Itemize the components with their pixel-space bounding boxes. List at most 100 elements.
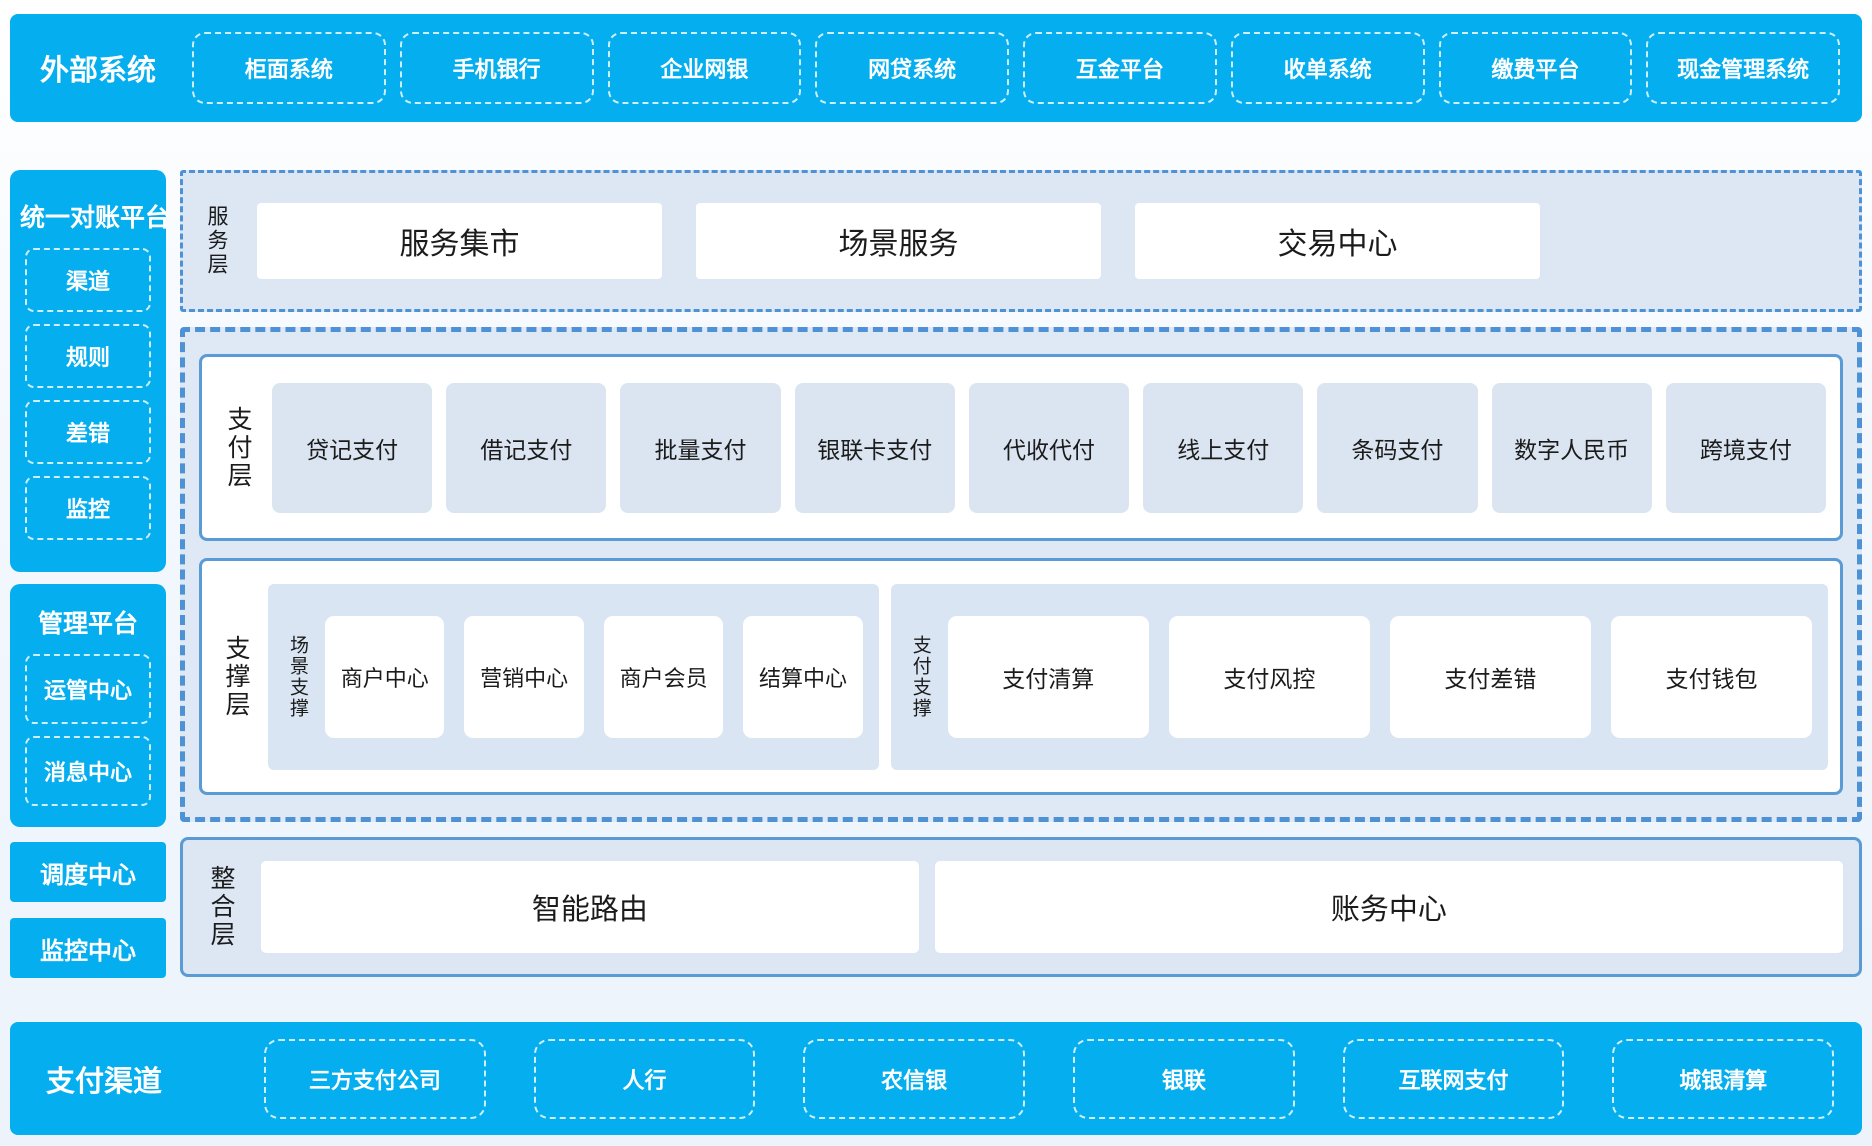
service-box: 服务集市: [257, 203, 662, 279]
reconciliation-item-label: 监控: [65, 497, 110, 522]
payment-support-group: 支付支撑 支付清算 支付风控: [890, 583, 1828, 770]
reconciliation-items: 渠道 规则 差错 监控: [20, 248, 156, 540]
reconciliation-platform-title: 统一对账平台: [20, 204, 171, 232]
payment-channel-box: 银联: [1073, 1038, 1295, 1119]
payment-box-label: 线上支付: [1177, 436, 1270, 463]
payment-support-box-label: 支付差错: [1444, 665, 1537, 692]
reconciliation-item-box: 规则: [25, 324, 151, 388]
external-systems-items: 柜面系统 手机银行 企业网银 网贷系统 互金平台: [192, 14, 1840, 122]
payment-box: 跨境支付: [1665, 382, 1826, 513]
service-layer-container: 服务层 服务集市 场景服务 交易中心: [180, 170, 1862, 312]
reconciliation-item-box: 渠道: [25, 248, 151, 312]
support-layer-container: 支撑层 场景支撑 商户中心 营销中心: [199, 558, 1843, 795]
external-system-label: 现金管理系统: [1677, 57, 1810, 82]
management-item-box: 消息中心: [25, 736, 151, 806]
payment-box: 代收代付: [968, 382, 1130, 513]
external-system-label: 互金平台: [1075, 57, 1164, 82]
scene-support-box-label: 结算中心: [759, 665, 848, 691]
external-systems-title: 外部系统: [40, 55, 157, 87]
smart-routing-box: 智能路由: [261, 861, 919, 953]
service-box-label: 场景服务: [838, 228, 959, 261]
reconciliation-item-label: 差错: [65, 421, 110, 446]
reconciliation-item-box: 差错: [25, 400, 151, 464]
payment-layer-items: 贷记支付 借记支付 批量支付 银联卡支付: [272, 382, 1826, 513]
reconciliation-item-box: 监控: [25, 476, 151, 540]
payment-box: 贷记支付: [272, 382, 433, 513]
payment-channel-label: 农信银: [881, 1067, 948, 1093]
payment-channel-box: 三方支付公司: [264, 1038, 486, 1119]
scheduling-center-box: 调度中心: [10, 842, 166, 902]
payment-channel-box: 互联网支付: [1342, 1038, 1565, 1119]
service-box: 场景服务: [696, 203, 1101, 279]
payment-box: 线上支付: [1143, 382, 1304, 513]
payment-channels-items: 三方支付公司 人行 农信银 银联 互联网支付 城银: [264, 1022, 1835, 1135]
external-system-label: 网贷系统: [868, 57, 957, 82]
payment-layer-label: 支付层: [224, 405, 252, 490]
external-system-box: 手机银行: [399, 32, 594, 104]
main-column: 服务层 服务集市 场景服务 交易中心: [180, 170, 1862, 977]
payment-box: 数字人民币: [1491, 382, 1652, 513]
payment-channels-bar: 支付渠道 三方支付公司 人行 农信银 银联 互联: [10, 1022, 1862, 1135]
external-system-box: 柜面系统: [192, 32, 386, 104]
service-box-label: 交易中心: [1277, 228, 1398, 261]
payment-support-box: 支付钱包: [1610, 615, 1813, 738]
payment-box-label: 代收代付: [1002, 436, 1095, 463]
external-system-box: 收单系统: [1230, 32, 1425, 104]
payment-channel-box: 城银清算: [1612, 1038, 1835, 1119]
payment-box: 批量支付: [620, 382, 781, 513]
scene-support-label: 场景支撑: [287, 634, 308, 719]
monitoring-center-box: 监控中心: [10, 918, 166, 978]
external-system-box: 现金管理系统: [1646, 32, 1840, 104]
payment-channel-box: 人行: [533, 1038, 756, 1119]
integration-layer-label: 整合层: [207, 865, 235, 949]
external-system-label: 柜面系统: [244, 57, 333, 82]
service-box-label: 服务集市: [399, 228, 520, 261]
payment-channel-label: 互联网支付: [1398, 1067, 1509, 1093]
external-system-label: 缴费平台: [1491, 57, 1580, 82]
service-box: 交易中心: [1135, 203, 1540, 279]
external-system-box: 互金平台: [1023, 32, 1217, 104]
service-layer-items: 服务集市 场景服务 交易中心: [257, 203, 1540, 279]
scene-support-box: 营销中心: [464, 615, 584, 738]
payment-box-label: 贷记支付: [306, 436, 399, 463]
management-item-label: 运管中心: [43, 678, 132, 703]
support-layer-label: 支撑层: [222, 634, 250, 719]
payment-channel-label: 城银清算: [1679, 1067, 1768, 1093]
payment-box-label: 跨境支付: [1699, 436, 1792, 463]
payment-support-box-label: 支付钱包: [1665, 665, 1758, 692]
left-column: 统一对账平台 渠道 规则 差错 监控: [10, 170, 171, 978]
external-system-box: 企业网银: [607, 32, 802, 104]
payment-channel-box: 农信银: [803, 1038, 1026, 1119]
external-system-label: 收单系统: [1283, 57, 1372, 82]
payment-support-box-label: 支付清算: [1002, 665, 1095, 692]
scene-support-box-label: 商户中心: [340, 665, 429, 691]
reconciliation-platform-panel: 统一对账平台 渠道 规则 差错 监控: [10, 170, 171, 572]
payment-box: 借记支付: [446, 382, 607, 513]
external-system-box: 网贷系统: [815, 32, 1009, 104]
reconciliation-item-label: 规则: [65, 345, 110, 370]
payment-channel-label: 三方支付公司: [308, 1067, 441, 1093]
payment-support-box: 支付清算: [947, 615, 1149, 738]
integration-layer-items: 智能路由 账务中心: [261, 861, 1843, 953]
management-items: 运管中心 消息中心: [20, 654, 156, 806]
scene-support-box: 商户会员: [603, 615, 724, 738]
payment-support-box: 支付差错: [1389, 615, 1591, 738]
management-item-box: 运管中心: [25, 654, 151, 724]
payment-box-label: 借记支付: [480, 436, 573, 463]
core-layers-container: 支付层 贷记支付 借记支付 批量支付: [180, 327, 1862, 822]
scene-support-group: 场景支撑 商户中心 营销中心: [268, 583, 879, 770]
payment-support-label: 支付支撑: [909, 634, 931, 719]
reconciliation-item-label: 渠道: [65, 269, 110, 294]
payment-box: 银联卡支付: [794, 382, 955, 513]
scene-support-box-label: 营销中心: [480, 665, 569, 691]
management-platform-title: 管理平台: [37, 610, 138, 638]
payment-support-box-label: 支付风控: [1223, 665, 1316, 692]
external-systems-bar: 外部系统 柜面系统 手机银行 企业网银 网贷系统: [10, 14, 1862, 122]
accounting-center-box: 账务中心: [934, 861, 1843, 953]
management-platform-panel: 管理平台 运管中心 消息中心: [10, 584, 166, 827]
service-layer-label: 服务层: [205, 205, 228, 277]
payment-box-label: 数字人民币: [1514, 436, 1630, 463]
support-layer-groups: 场景支撑 商户中心 营销中心: [268, 583, 1828, 770]
payment-box-label: 批量支付: [654, 436, 747, 463]
